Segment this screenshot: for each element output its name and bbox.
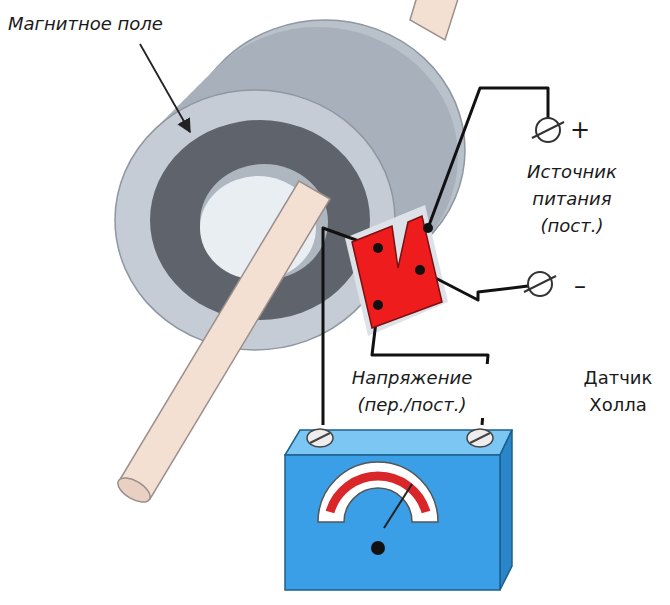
sensor-label: Датчик Холла [570,364,666,418]
rod-end [114,473,154,507]
supply-terminal [532,118,564,142]
field-label: Магнитное поле [8,10,163,37]
element-contacts [373,223,433,310]
supply-label: Источник питания (пост.) [502,158,642,239]
supply-wire-plus [428,88,548,228]
core-body [115,20,465,350]
hall-element [352,216,442,328]
polarity-sign: + [568,112,592,148]
leader-arrow [140,44,190,132]
core-gap [345,205,448,336]
voltmeter [285,429,512,590]
conductor-rod [410,0,464,40]
wires [323,88,548,425]
output-label: Напряжение (пер./пост.) [328,364,496,418]
polarity-sign: – [568,268,592,304]
supply-terminal [524,272,556,296]
